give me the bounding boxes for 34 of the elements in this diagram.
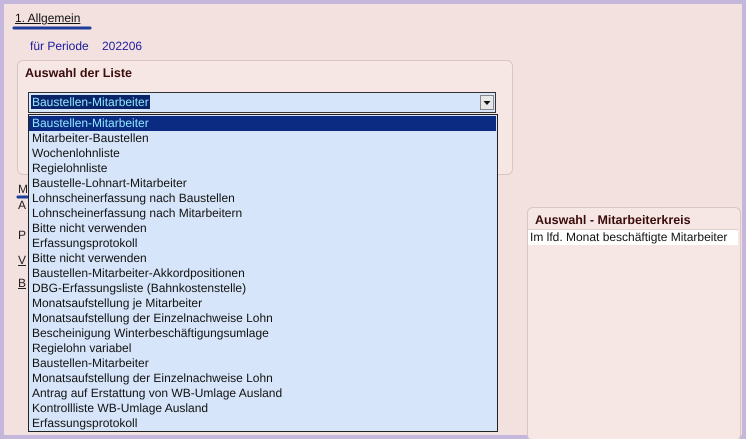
list-item: Baustellen-Mitarbeiter (31, 356, 150, 371)
list-item: Regielohnliste (31, 161, 108, 176)
truncated-label: M (18, 182, 28, 196)
list-item: DBG-Erfassungsliste (Bahnkostenstelle) (31, 281, 248, 296)
list-entry: Im lfd. Monat beschäftigte Mitarbeiter (528, 229, 738, 245)
selected-list-item: Baustellen-Mitarbeiter (29, 116, 496, 131)
list-item: Erfassungsprotokoll (31, 236, 138, 251)
truncated-label: B (18, 276, 26, 290)
list-item: Regielohn variabel (31, 341, 132, 356)
list-item: Lohnscheinerfassung nach Mitarbeitern (31, 206, 244, 221)
list-item: Baustellen-Mitarbeiter-Akkordpositionen (31, 266, 246, 281)
group-panel (527, 207, 741, 439)
list-item: Wochenlohnliste (31, 146, 121, 161)
field-label: für Periode (30, 39, 89, 53)
list-item: Bitte nicht verwenden (31, 251, 148, 266)
list-item: Bitte nicht verwenden (31, 221, 148, 236)
field-value: 202206 (102, 39, 142, 53)
panel-heading: Auswahl - Mitarbeiterkreis (535, 213, 691, 227)
list-item: Monatsaufstellung der Einzelnachweise Lohn (31, 371, 274, 386)
list-item: Lohnscheinerfassung nach Baustellen (31, 191, 236, 206)
truncated-label: A (18, 198, 26, 212)
truncated-label: P (18, 228, 26, 242)
list-item: Kontrollliste WB-Umlage Ausland (31, 401, 210, 416)
list-item: Baustelle-Lohnart-Mitarbeiter (31, 176, 188, 191)
panel-heading: Auswahl der Liste (25, 66, 132, 80)
list-item: Antrag auf Erstattung von WB-Umlage Ausland (31, 386, 284, 401)
list-item: Monatsaufstellung je Mitarbeiter (31, 296, 204, 311)
truncated-label: V (18, 253, 26, 267)
list-item: Mitarbeiter-Baustellen (31, 131, 150, 146)
selected-value: Baustellen-Mitarbeiter (31, 95, 150, 109)
list-item: Monatsaufstellung der Einzelnachweise Lohn (31, 311, 274, 326)
tab-label: 1. Allgemein (15, 11, 80, 25)
list-item: Erfassungsprotokoll (31, 416, 138, 431)
list-item: Bescheinigung Winterbeschäftigungsumlage (31, 326, 270, 341)
